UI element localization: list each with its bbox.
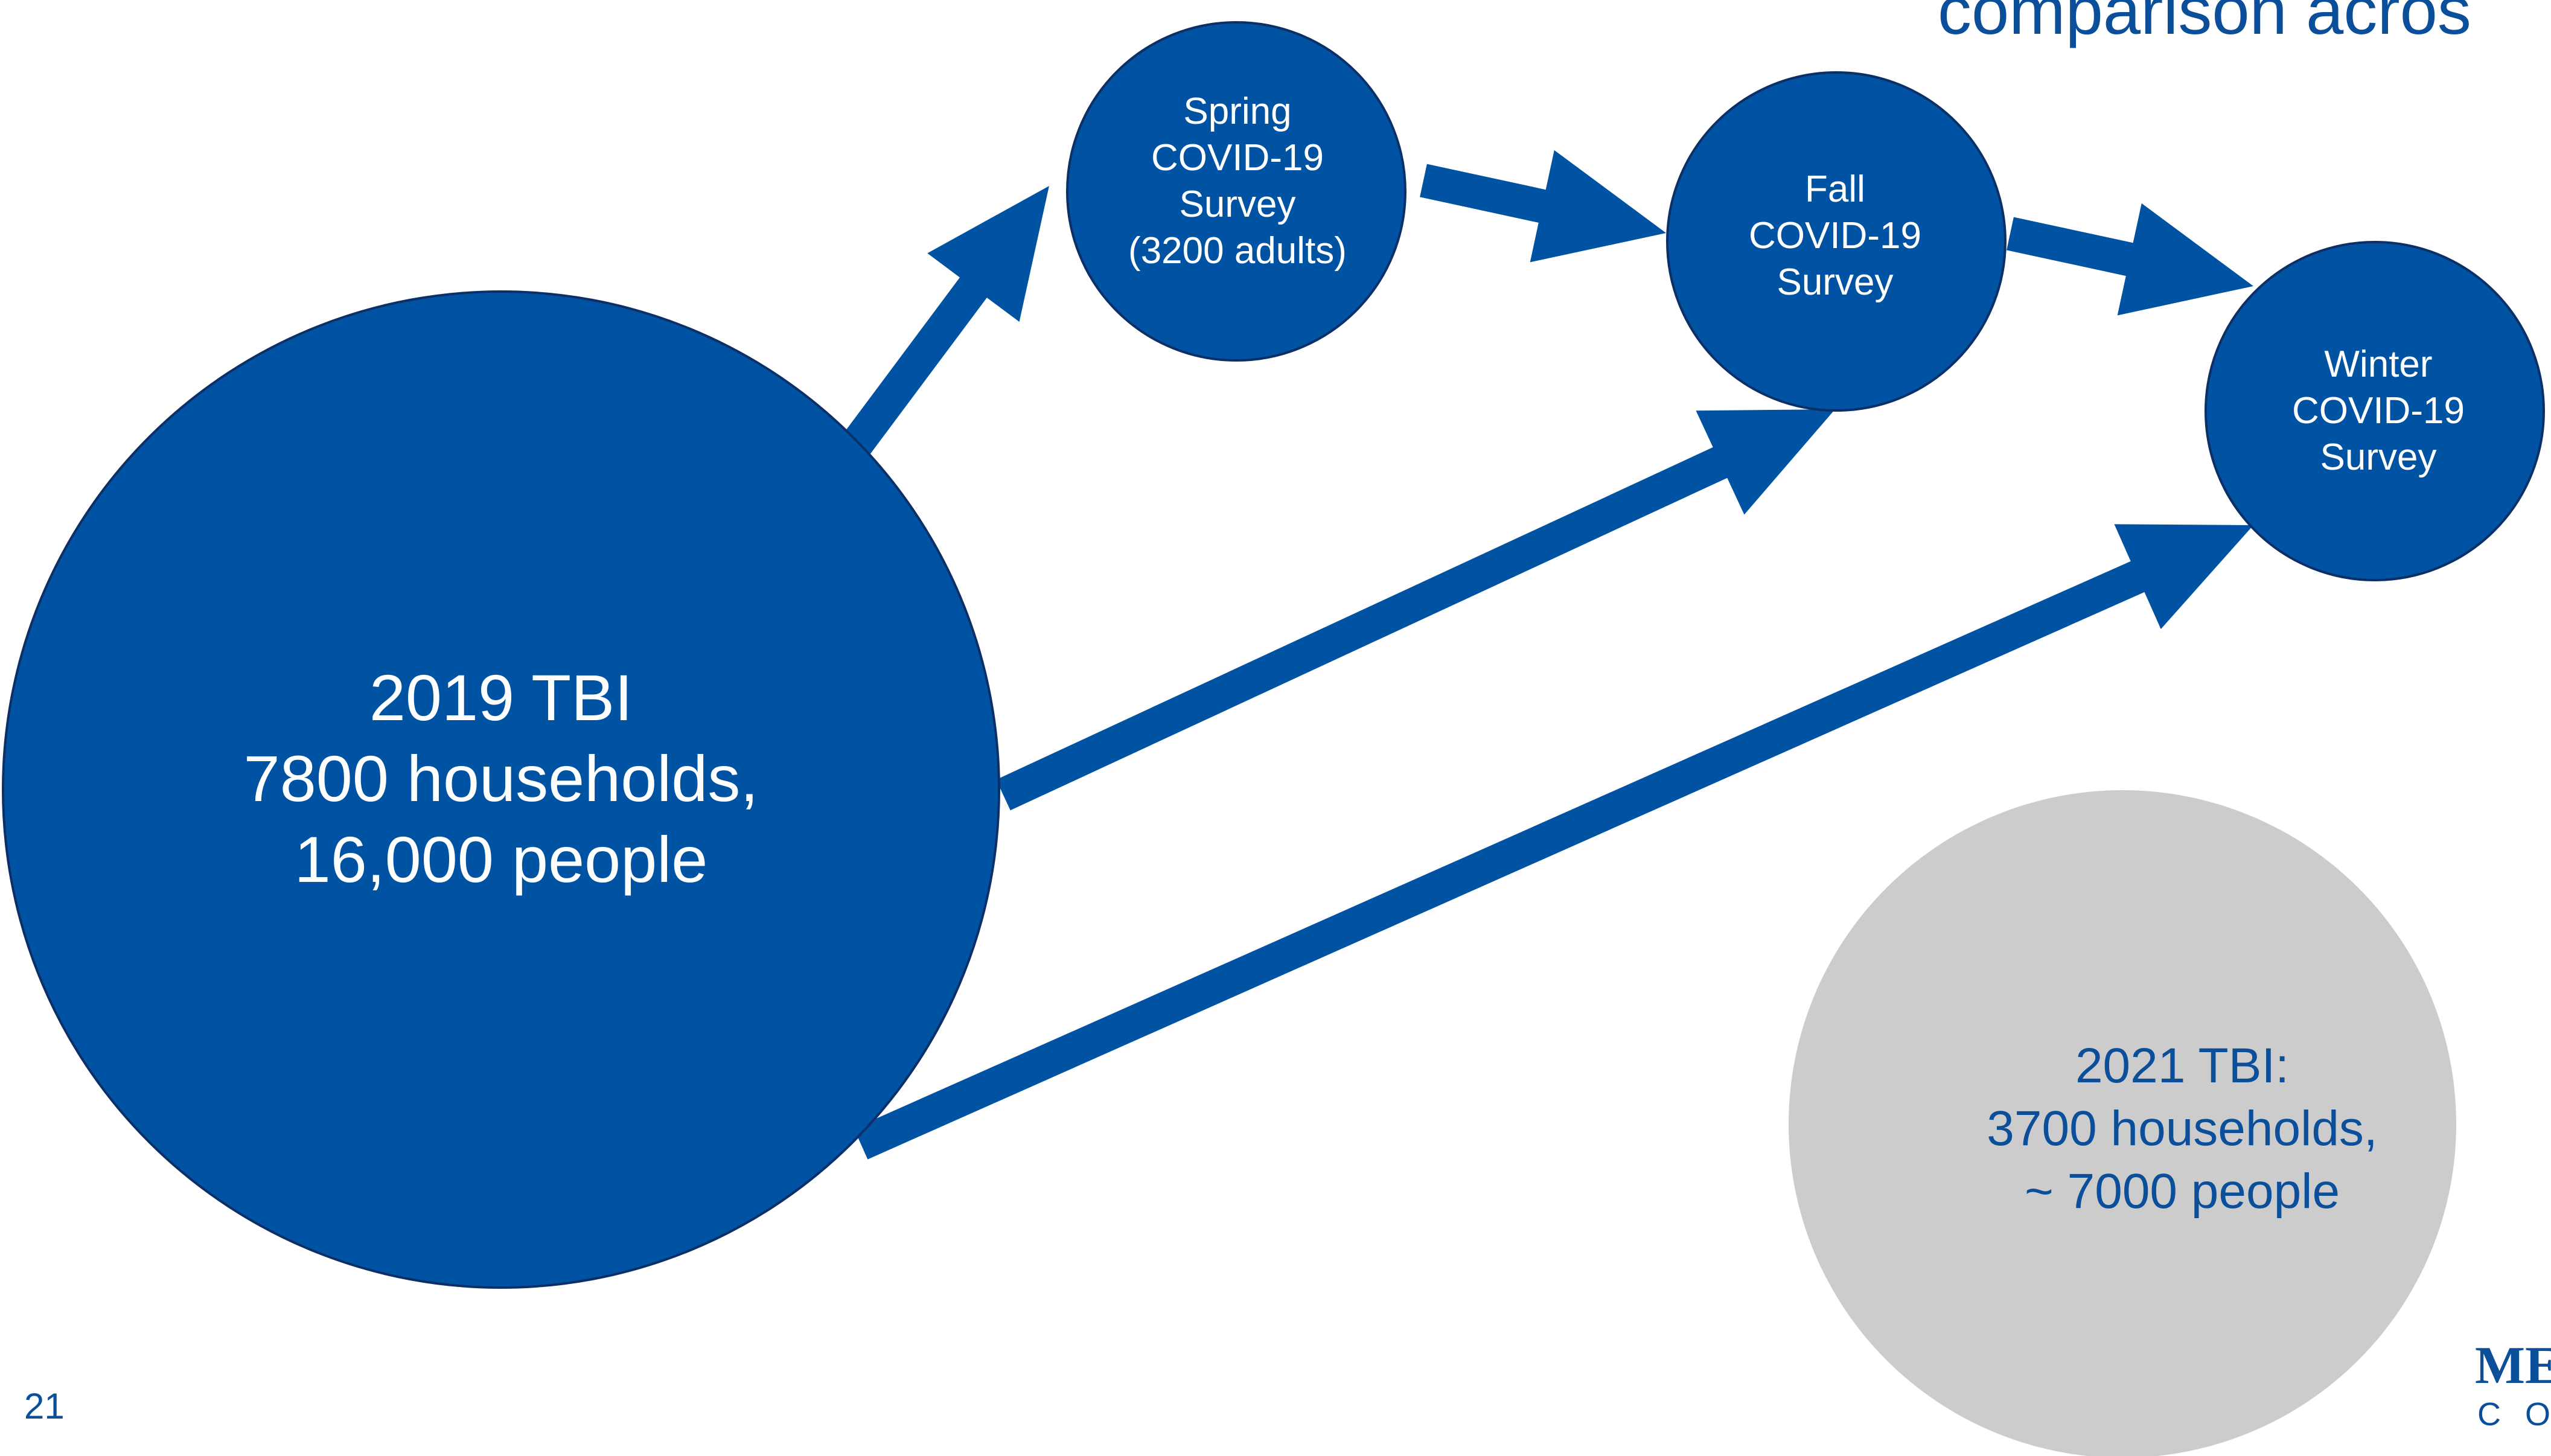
node-spring-survey-label: Spring COVID-19 Survey (3200 adults) <box>1128 91 1347 272</box>
arrows-layer <box>842 150 2253 1160</box>
slide-title: comparison acros <box>1938 0 2471 48</box>
node-2019-tbi-circle <box>2 290 1000 1289</box>
logo-wordmark: MET <box>2475 1337 2551 1395</box>
node-winter-survey-circle <box>2205 241 2545 581</box>
arrow-fall-to-winter <box>2007 203 2253 316</box>
arrow-spring-to-fall <box>1420 150 1666 263</box>
arrow-tbi-2019-to-spring <box>842 186 1049 455</box>
node-fall-survey-circle <box>1666 71 2007 412</box>
node-2021-tbi-circle <box>1789 790 2456 1456</box>
node-2019-tbi-label: 2019 TBI 7800 households, 16,000 people <box>243 661 759 896</box>
arrow-tbi-2019-to-fall <box>996 409 1835 811</box>
node-winter-survey-label: Winter COVID-19 Survey <box>2292 343 2465 478</box>
node-2021-tbi-label: 2021 TBI: 3700 households, ~ 7000 people <box>1987 1038 2378 1219</box>
node-fall-survey-label: Fall COVID-19 Survey <box>1749 168 1921 303</box>
arrow-tbi-2019-to-winter <box>854 524 2253 1160</box>
logo-subtext: CO <box>2477 1396 2550 1432</box>
nodes-layer <box>2 21 2545 1456</box>
node-spring-survey-circle <box>1066 21 1406 362</box>
organization-logo: MET CO <box>2475 1337 2551 1452</box>
page-number: 21 <box>24 1386 65 1426</box>
